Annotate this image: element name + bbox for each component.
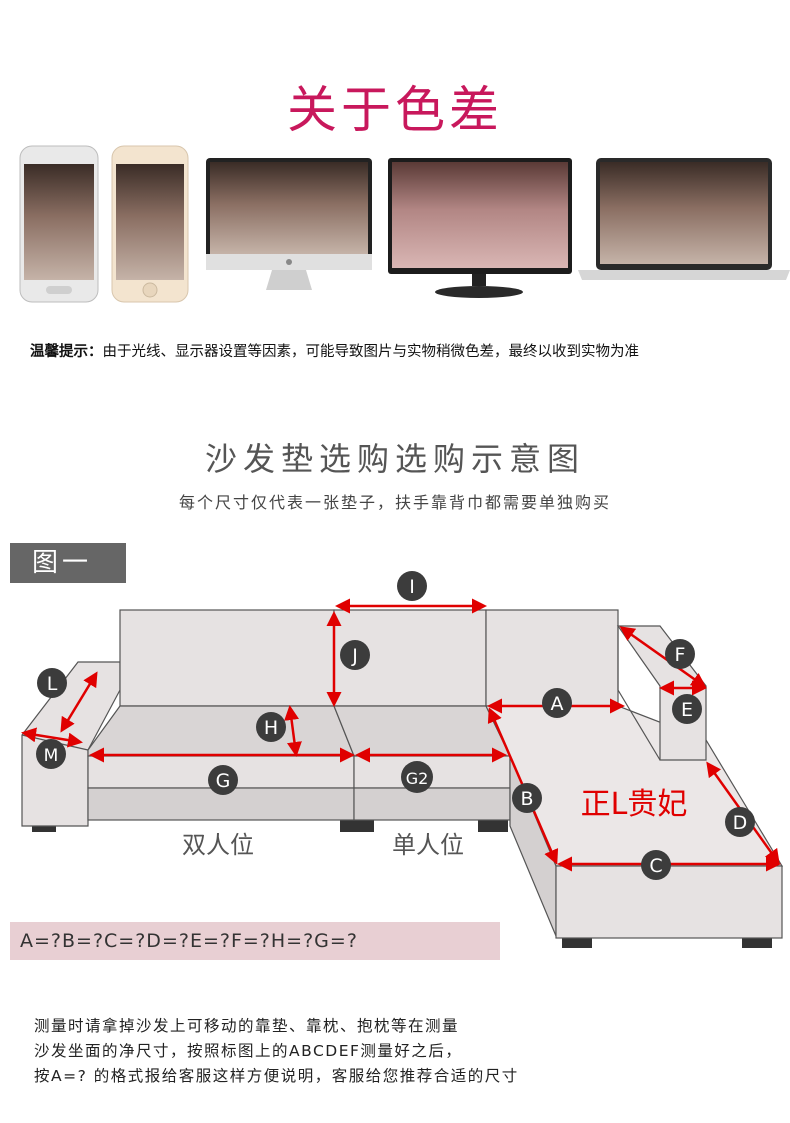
svg-text:L: L <box>47 673 58 695</box>
marker-J: J <box>340 640 370 670</box>
svg-text:G: G <box>216 770 231 792</box>
marker-A: A <box>542 688 572 718</box>
tip-text: 由于光线、显示器设置等因素，可能导致图片与实物稍微色差，最终以收到实物为准 <box>102 344 640 360</box>
warm-tip: 温馨提示：由于光线、显示器设置等因素，可能导致图片与实物稍微色差，最终以收到实物… <box>30 340 770 361</box>
figure-label: 图一 <box>10 543 126 583</box>
marker-E: E <box>672 694 702 724</box>
chaise-label: 正L贵妃 <box>581 787 688 822</box>
tip-label: 温馨提示： <box>30 344 103 360</box>
instruction-line: 按A=? 的格式报给客服这样方便说明，客服给您推荐合适的尺寸 <box>34 1067 519 1085</box>
chaise-front <box>555 865 783 939</box>
svg-text:I: I <box>409 576 415 598</box>
instruction-line: 测量时请拿掉沙发上可移动的靠垫、靠枕、抱枕等在测量 <box>34 1017 460 1035</box>
svg-text:C: C <box>649 855 662 877</box>
svg-text:D: D <box>733 812 748 834</box>
seat-label-double: 双人位 <box>182 831 254 859</box>
imac-mockup <box>206 158 372 290</box>
svg-text:A: A <box>551 693 564 715</box>
monitor-mockup <box>388 158 572 298</box>
marker-I: I <box>397 571 427 601</box>
instruction-line: 沙发坐面的净尺寸，按照标图上的ABCDEF测量好之后， <box>34 1042 463 1060</box>
page-title: 关于色差 <box>287 81 503 139</box>
marker-L: L <box>37 668 67 698</box>
instructions: 测量时请拿掉沙发上可移动的靠垫、靠枕、抱枕等在测量 沙发坐面的净尺寸，按照标图上… <box>34 1014 764 1089</box>
seat-cushion-double <box>87 705 355 757</box>
guide-subtitle: 每个尺寸仅代表一张垫子，扶手靠背巾都需要单独购买 <box>178 493 611 512</box>
marker-C: C <box>641 850 671 880</box>
marker-F: F <box>665 639 695 669</box>
svg-text:F: F <box>675 644 686 666</box>
svg-text:M: M <box>44 746 59 766</box>
marker-D: D <box>725 807 755 837</box>
guide-title: 沙发垫选购选购示意图 <box>204 440 585 478</box>
svg-text:B: B <box>520 788 533 810</box>
marker-H: H <box>256 712 286 742</box>
svg-text:G2: G2 <box>406 769 429 788</box>
marker-M: M <box>36 739 66 769</box>
phone-mockup-2 <box>111 145 189 303</box>
marker-G: G <box>208 765 238 795</box>
back-cushion-left <box>119 609 335 707</box>
formula-bar: A=?B=?C=?D=?E=?F=?H=?G=? <box>10 922 500 960</box>
svg-text:E: E <box>681 699 693 721</box>
device-mockups <box>19 145 790 303</box>
marker-B: B <box>512 783 542 813</box>
svg-text:H: H <box>264 717 278 739</box>
seat-label-single: 单人位 <box>392 831 464 859</box>
seat-cushion-single <box>333 705 511 757</box>
sofa-diagram: I J L M H G G2 A B C D E F 双人位 单人位 正L贵妃 <box>21 571 784 948</box>
svg-text:J: J <box>351 645 358 667</box>
marker-G2: G2 <box>401 761 433 793</box>
phone-mockup-1 <box>19 145 99 303</box>
laptop-mockup <box>578 158 790 280</box>
